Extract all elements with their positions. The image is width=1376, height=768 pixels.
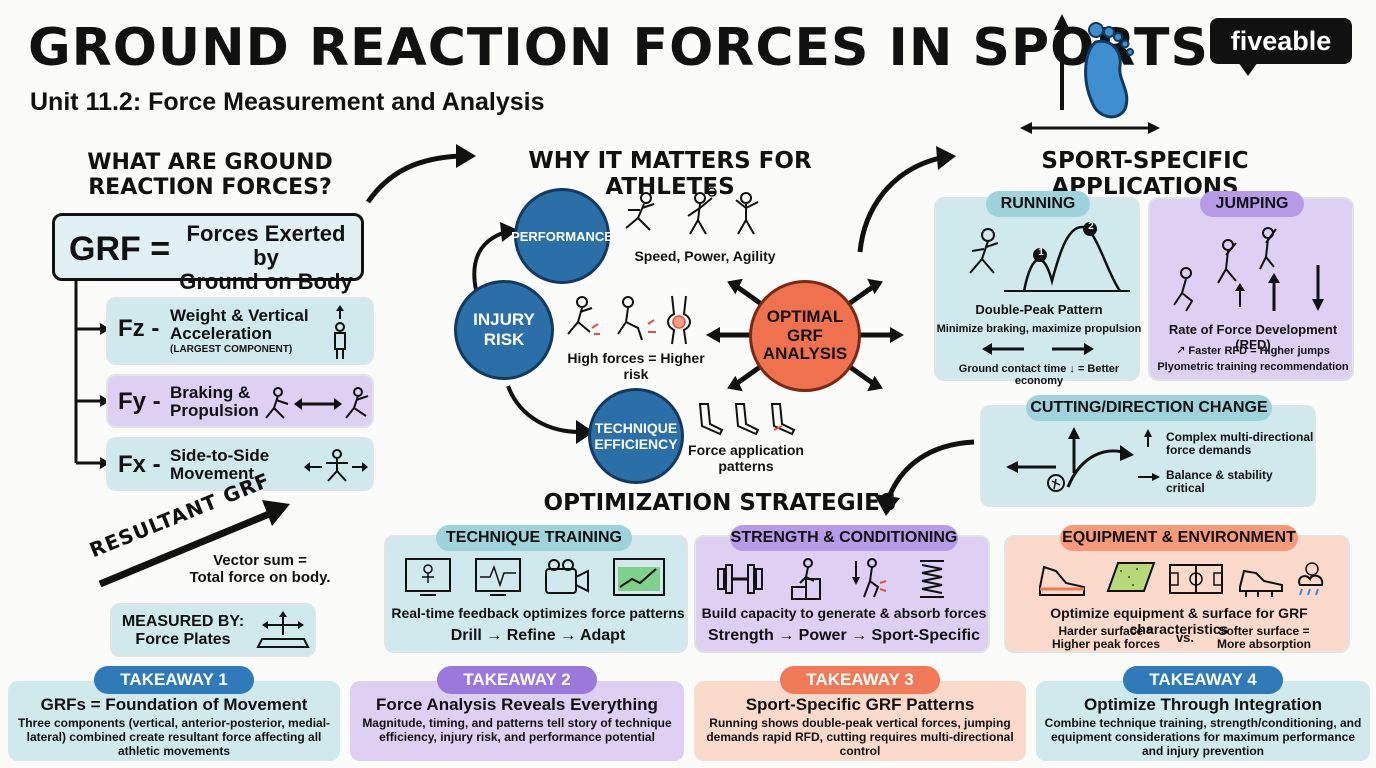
arrow-to-why — [365, 144, 476, 204]
measured-by-box: MEASURED BY: Force Plates — [110, 603, 316, 657]
cutting-note-1: Complex multi-directional force demands — [1166, 430, 1314, 458]
cutting-arrows-icon — [1006, 427, 1134, 492]
running-note: Minimize braking, maximize propulsion — [936, 323, 1142, 335]
optimal-grf-analysis-circle: OPTIMAL GRF ANALYSIS — [749, 280, 861, 392]
grf-definition-box: GRF = Forces Exerted by Ground on Body — [52, 213, 364, 294]
rfd-note: ↗ Faster RFD = Higher jumps — [1176, 345, 1330, 357]
arrow-to-sport — [857, 146, 956, 253]
strength-flow: Strength → Power → Sport-Specific — [707, 627, 981, 644]
cycle-arrows — [472, 222, 594, 444]
technique-caption: Real-time feedback optimizes force patte… — [391, 605, 685, 621]
fz-component: Fz - Weight & Vertical Acceleration (LAR… — [106, 297, 374, 365]
harder-surface-note: Harder surface = Higher peak forces — [1051, 624, 1161, 652]
injury-caption: High forces = Higher risk — [567, 350, 705, 383]
cutting-note-2: Balance & stability critical — [1166, 468, 1273, 496]
vector-sum-note: Vector sum = Total force on body. — [189, 552, 331, 587]
takeaway-4: TAKEAWAY 4 Optimize Through Integration … — [1036, 666, 1370, 761]
arrow-to-optimization — [874, 439, 975, 516]
injury-icons — [567, 295, 691, 345]
peak-2-label: 2 — [1088, 221, 1094, 232]
cutting-card: CUTTING/DIRECTION CHANGE Complex multi-d… — [980, 395, 1316, 507]
braking-propulsion-arrows — [982, 343, 1094, 355]
equipment-environment-card: EQUIPMENT & ENVIRONMENT Optimize equipme… — [1004, 525, 1350, 653]
component-tree-lines — [74, 281, 110, 469]
optimization-heading: OPTIMIZATION STRATEGIES — [543, 490, 897, 516]
peak-1-label: 1 — [1038, 247, 1044, 258]
athletes-icon — [625, 187, 759, 235]
fx-component: Fx - Side-to-Side Movement — [106, 437, 374, 491]
double-peak-graph — [969, 222, 1130, 292]
sport-heading: SPORT-SPECIFIC APPLICATIONS — [1041, 148, 1249, 200]
plyometric-note: Plyometric training recommendation — [1157, 361, 1349, 373]
braking-propulsion-icon — [265, 387, 369, 419]
takeaway-3: TAKEAWAY 3 Sport-Specific GRF Patterns R… — [694, 666, 1026, 761]
vertical-person-icon — [334, 305, 346, 359]
equipment-icons — [1039, 562, 1324, 597]
technique-flow: Drill → Refine → Adapt — [450, 627, 626, 644]
fy-component: Fy - Braking & Propulsion — [106, 374, 374, 428]
resultant-arrow — [98, 500, 290, 588]
grf-abbr: GRF = — [69, 230, 171, 268]
takeaway-1: TAKEAWAY 1 GRFs = Foundation of Movement… — [8, 666, 340, 761]
small-up-arrow-icon — [1144, 429, 1152, 447]
versus-label: vs. — [1175, 630, 1195, 645]
running-card: RUNNING 1 2 Double-Peak Pattern Minimize… — [934, 191, 1142, 387]
performance-caption: Speed, Power, Agility — [634, 248, 776, 264]
feedback-icons — [405, 558, 665, 596]
brand-logo: fiveable — [1210, 18, 1352, 76]
technique-efficiency-circle: TECHNIQUE EFFICIENCY — [588, 388, 684, 484]
equipment-caption: Optimize equipment & surface for GRF cha… — [1050, 605, 1308, 638]
page-subtitle: Unit 11.2: Force Measurement and Analysi… — [30, 88, 545, 116]
strength-conditioning-card: STRENGTH & CONDITIONING Build capacity t… — [694, 525, 990, 653]
double-peak-label: Double-Peak Pattern — [975, 302, 1103, 317]
softer-surface-note: Softer surface = More absorption — [1216, 624, 1311, 652]
page-title: GROUND REACTION FORCES IN SPORTS — [28, 18, 1209, 78]
contact-time-note: Ground contact time ↓ = Better economy — [958, 363, 1120, 388]
what-heading: WHAT ARE GROUND REACTION FORCES? — [87, 150, 333, 201]
feet-icons — [698, 403, 796, 436]
strength-icons — [717, 558, 944, 600]
grf-definition: Forces Exerted by Ground on Body — [179, 221, 353, 295]
jump-sequence-icon — [1173, 227, 1324, 312]
performance-circle: PERFORMANCE — [511, 188, 613, 284]
takeaway-2: TAKEAWAY 2 Force Analysis Reveals Everyt… — [350, 666, 684, 761]
small-right-arrow-icon — [1138, 473, 1160, 481]
jumping-card: JUMPING Rate of Force Development (RFD) … — [1148, 191, 1354, 381]
rfd-label: Rate of Force Development (RFD) — [1168, 322, 1338, 352]
foot-icon — [1020, 14, 1160, 134]
strength-caption: Build capacity to generate & absorb forc… — [701, 605, 987, 621]
injury-risk-circle: INJURY RISK — [454, 280, 554, 380]
technique-training-card: TECHNIQUE TRAINING Real-time feedback op… — [384, 525, 688, 653]
technique-caption: Force application patterns — [688, 442, 804, 475]
force-plate-icon — [256, 611, 310, 648]
side-to-side-icon — [304, 449, 368, 482]
